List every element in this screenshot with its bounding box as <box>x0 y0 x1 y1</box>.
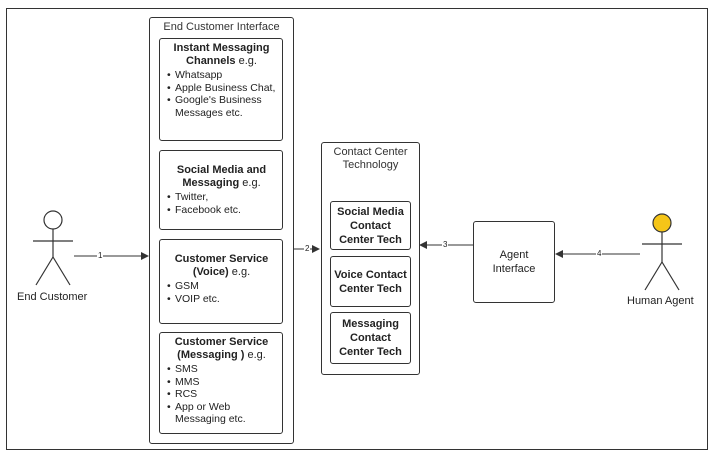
voice-cc-tech: Voice Contact Center Tech <box>330 256 411 307</box>
card-customer-service-voice: Customer Service (Voice) e.g. GSM VOIP e… <box>159 239 283 324</box>
human-agent-head <box>652 213 672 233</box>
list-item: Whatsapp <box>167 69 276 82</box>
card-instant-messaging-title: Instant Messaging Channels <box>173 42 270 67</box>
list-item: Facebook etc. <box>167 204 276 217</box>
list-item: App or Web Messaging etc. <box>167 401 276 426</box>
card-social-media-title: Social Media and Messaging <box>176 164 267 189</box>
end-customer-figure <box>33 210 73 286</box>
card-voice-eg: e.g. <box>231 266 251 278</box>
edge-label-3: 3 <box>442 240 449 249</box>
agent-interface-label: Agent Interface <box>492 249 536 275</box>
end-customer-interface-title: End Customer Interface <box>163 21 280 33</box>
edge-label-2: 2 <box>304 244 311 253</box>
edge-label-1: 1 <box>97 251 104 260</box>
diagram-frame <box>6 8 708 450</box>
end-customer-label: End Customer <box>17 291 88 303</box>
human-agent-figure <box>642 213 682 291</box>
card-customer-service-messaging: Customer Service (Messaging ) e.g. SMS M… <box>159 332 283 434</box>
card-social-media: Social Media and Messaging e.g. Twitter,… <box>159 150 283 230</box>
end-customer-head <box>43 210 63 230</box>
contact-center-title: Contact Center Technology <box>333 146 408 171</box>
card-messaging-title: Customer Service (Messaging ) <box>174 336 269 361</box>
list-item: MMS <box>167 376 276 389</box>
list-item: Google's Business Messages etc. <box>167 94 276 119</box>
agent-interface-box: Agent Interface <box>473 221 555 303</box>
card-voice-title: Customer Service (Voice) <box>174 253 269 278</box>
list-item: RCS <box>167 388 276 401</box>
card-messaging-eg: e.g. <box>247 349 266 361</box>
social-media-cc-tech: Social Media Contact Center Tech <box>330 201 411 250</box>
messaging-cc-tech: Messaging Contact Center Tech <box>330 312 411 364</box>
list-item: Apple Business Chat, <box>167 82 276 95</box>
human-agent-label: Human Agent <box>627 295 694 307</box>
list-item: VOIP etc. <box>167 293 276 306</box>
list-item: Twitter, <box>167 191 276 204</box>
edge-label-4: 4 <box>596 249 603 258</box>
card-instant-messaging: Instant Messaging Channels e.g. Whatsapp… <box>159 38 283 141</box>
card-instant-messaging-eg: e.g. <box>238 55 257 67</box>
list-item: SMS <box>167 363 276 376</box>
card-social-media-eg: e.g. <box>242 177 261 189</box>
list-item: GSM <box>167 280 276 293</box>
